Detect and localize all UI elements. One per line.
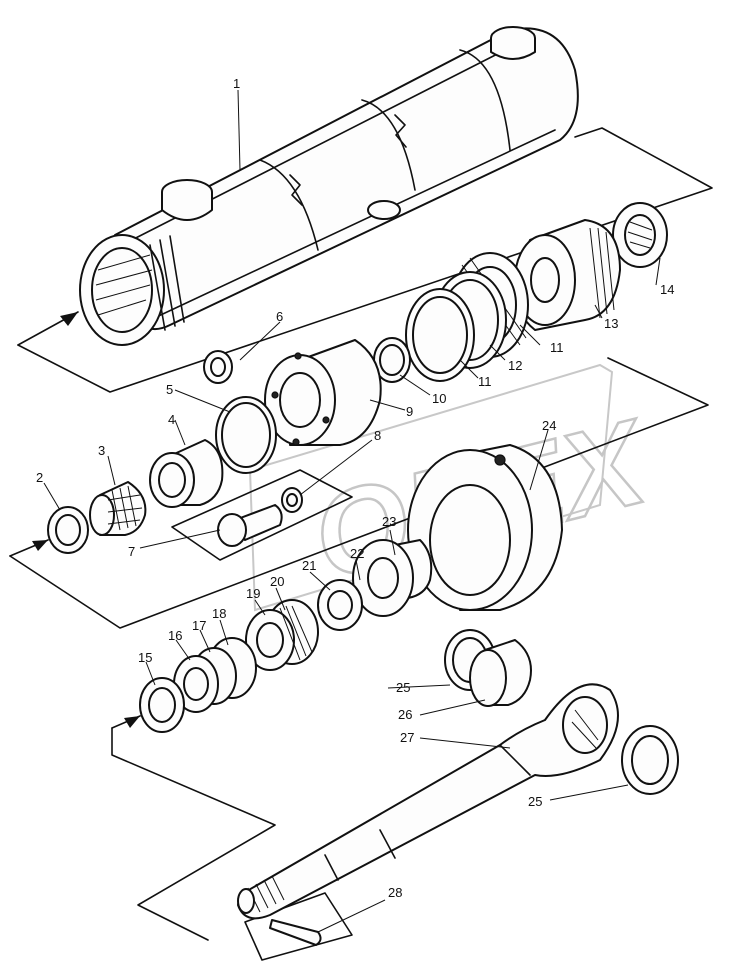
guide-lines — [9, 127, 713, 961]
label-17: 17 — [192, 618, 206, 633]
part-15-washer — [139, 677, 185, 733]
part-23-bushing — [352, 539, 433, 617]
part-21-22-rings — [317, 579, 363, 631]
label-9: 9 — [406, 404, 413, 419]
label-19: 19 — [246, 586, 260, 601]
label-20: 20 — [270, 574, 284, 589]
label-21: 21 — [302, 558, 316, 573]
part-25-washer-lower — [621, 725, 679, 795]
label-16: 16 — [168, 628, 182, 643]
label-25b: 25 — [528, 794, 542, 809]
label-22: 22 — [350, 546, 364, 561]
label-15: 15 — [138, 650, 152, 665]
part-27-rod — [237, 683, 619, 920]
label-28: 28 — [388, 885, 402, 900]
label-27: 27 — [400, 730, 414, 745]
leader-lines — [43, 89, 661, 933]
label-18: 18 — [212, 606, 226, 621]
label-26: 26 — [398, 707, 412, 722]
part-13-piston — [513, 219, 621, 331]
label-23: 23 — [382, 514, 396, 529]
label-14: 14 — [660, 282, 674, 297]
label-8: 8 — [374, 428, 381, 443]
label-2: 2 — [36, 470, 43, 485]
part-24-ring-nut — [407, 444, 563, 611]
part-16-18-rings — [173, 637, 257, 713]
label-24: 24 — [542, 418, 556, 433]
label-12: 12 — [508, 358, 522, 373]
part-4-bushing — [149, 439, 224, 508]
part-6-washer — [203, 350, 233, 384]
part-26-bearing — [469, 639, 532, 707]
part-19-20-rings — [245, 599, 319, 671]
part-14-nut — [612, 202, 668, 268]
part-10-ring — [373, 337, 411, 383]
label-10: 10 — [432, 391, 446, 406]
part-11-rings — [405, 271, 507, 382]
part-5-oring — [215, 396, 277, 474]
label-25a: 25 — [396, 680, 410, 695]
part-28-pin — [269, 919, 322, 946]
label-4: 4 — [168, 412, 175, 427]
part-1-barrel — [79, 26, 579, 346]
label-7: 7 — [128, 544, 135, 559]
part-labels: 1 2 3 4 5 6 7 8 9 10 11 11 12 13 14 15 1… — [36, 76, 674, 900]
part-2-washer — [47, 506, 89, 554]
label-11a: 11 — [478, 374, 492, 389]
part-9-gland — [264, 339, 382, 446]
label-6: 6 — [276, 309, 283, 324]
label-5: 5 — [166, 382, 173, 397]
label-11b: 11 — [550, 340, 564, 355]
label-1: 1 — [233, 76, 240, 91]
label-3: 3 — [98, 443, 105, 458]
part-8-lockwasher — [281, 487, 303, 513]
label-13: 13 — [604, 316, 618, 331]
part-7-bolt — [217, 504, 283, 547]
part-3-bearing — [89, 481, 147, 536]
